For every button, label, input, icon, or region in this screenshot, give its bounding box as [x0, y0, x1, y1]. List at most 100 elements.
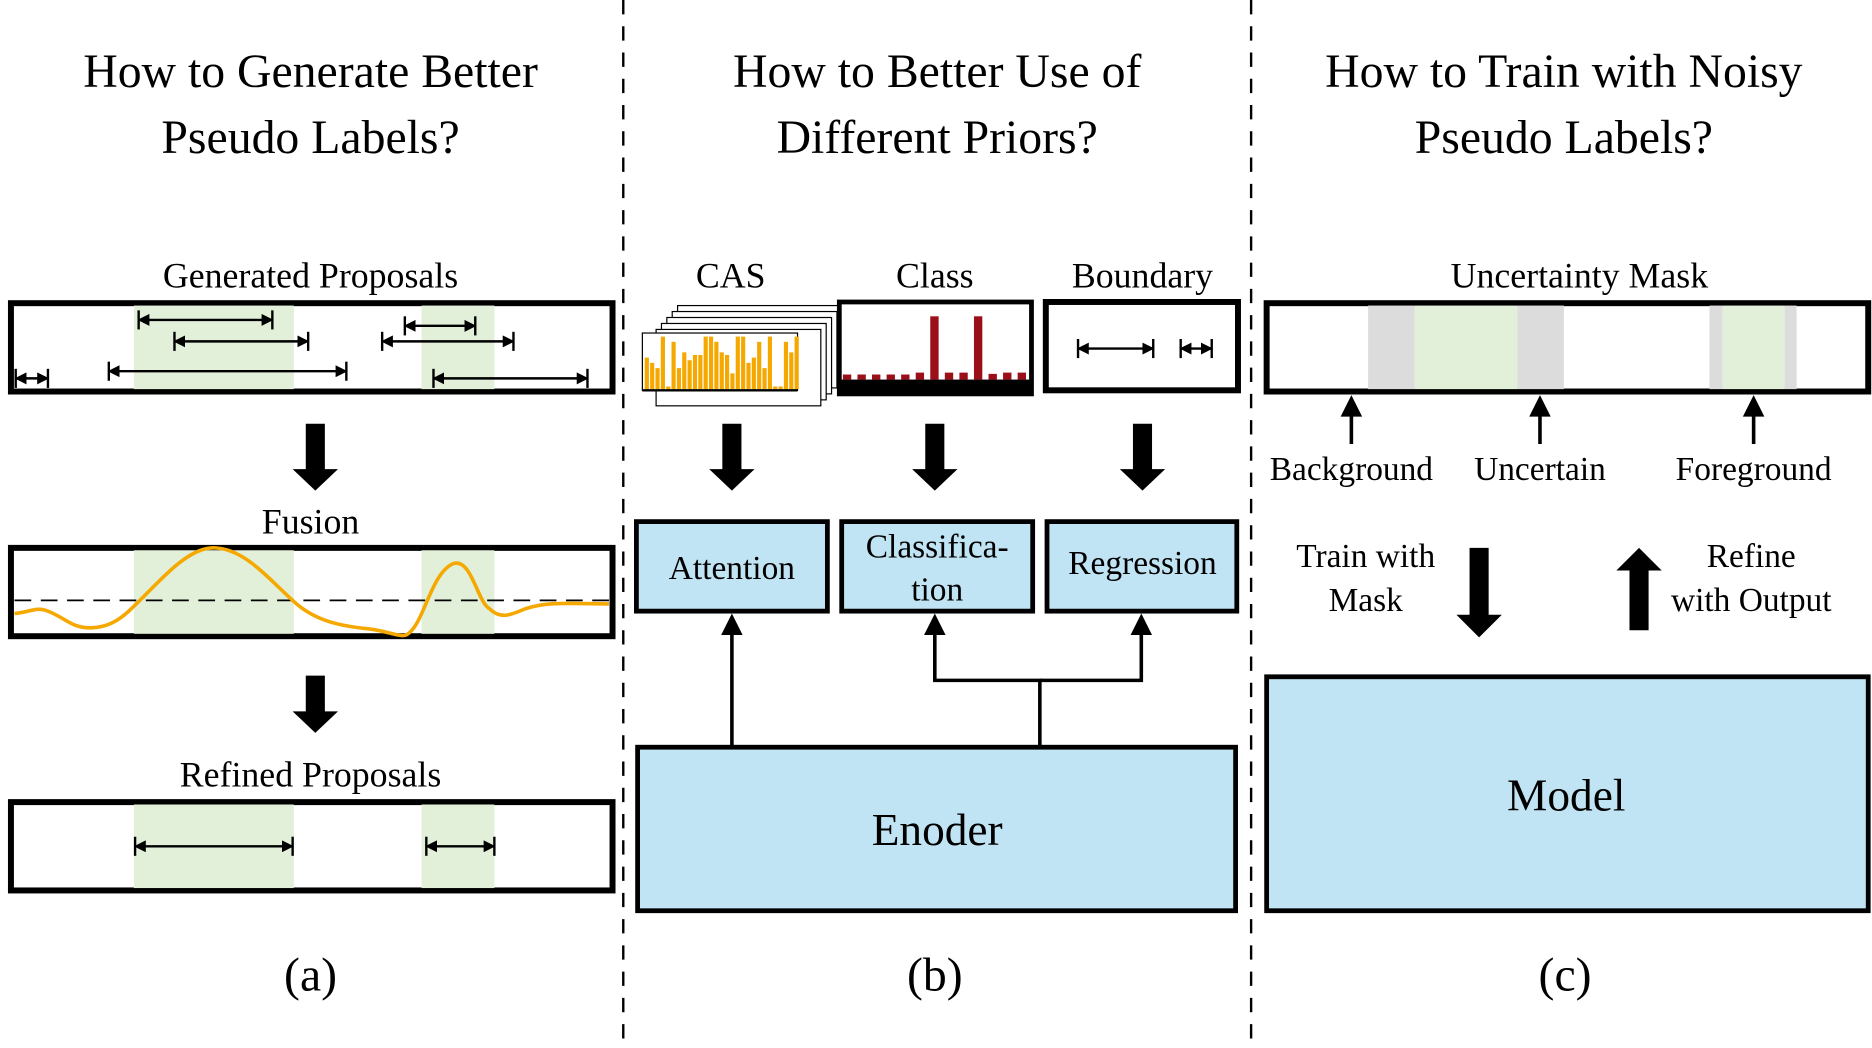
down-arrow-icon — [912, 423, 958, 491]
cas-bar — [741, 336, 746, 390]
fusion-box — [7, 544, 616, 640]
class-score-bar — [857, 374, 866, 380]
cas-label: CAS — [696, 256, 766, 296]
class-score-bar — [930, 316, 939, 380]
panel-a: How to Generate Better Pseudo Labels? Ge… — [7, 45, 616, 1002]
refined-proposals-label: Refined Proposals — [180, 755, 442, 795]
uncertain-label: Uncertain — [1474, 451, 1606, 488]
cas-bar — [783, 341, 789, 390]
class-score-bar — [886, 374, 895, 380]
cas-stack — [641, 304, 843, 407]
cas-bar — [746, 362, 751, 390]
panel-a-title-line2: Pseudo Labels? — [161, 111, 459, 164]
cas-bar — [719, 352, 724, 390]
cas-bar — [757, 341, 762, 390]
encoder-module: Enoder — [635, 744, 1238, 914]
boundary-box — [1042, 299, 1241, 394]
panel-b-caption: (b) — [907, 949, 963, 1002]
regression-label: Regression — [1068, 545, 1217, 582]
class-score-bar — [842, 374, 852, 380]
cas-bar — [751, 357, 756, 390]
up-arrowhead-icon — [924, 613, 946, 636]
classification-label-line1: Classifica- — [866, 528, 1009, 565]
class-score-bar — [944, 372, 954, 380]
cas-bar — [794, 336, 799, 390]
uncertainty-mask-box — [1263, 300, 1872, 395]
cas-bar — [730, 373, 735, 390]
attention-label: Attention — [669, 550, 795, 587]
class-score-bar — [1017, 372, 1026, 380]
panel-b-title-line1: How to Better Use of — [733, 45, 1141, 98]
cas-bar — [650, 362, 655, 390]
cas-bar — [655, 368, 660, 390]
uncertainty-mask-label: Uncertainty Mask — [1451, 256, 1709, 296]
refined-proposals-box — [7, 799, 616, 894]
cas-bar — [735, 336, 740, 390]
model-label: Model — [1507, 770, 1625, 820]
down-arrow-icon — [292, 675, 338, 733]
cas-bar — [778, 386, 783, 390]
cas-bar — [773, 386, 778, 390]
up-arrowhead-icon — [721, 613, 743, 636]
cas-bar — [682, 352, 687, 390]
cas-bar — [762, 368, 767, 390]
down-arrow-icon — [1119, 423, 1166, 491]
panel-c-title-line2: Pseudo Labels? — [1415, 111, 1713, 164]
class-score-bar — [959, 372, 968, 380]
up-arrowhead-icon — [1130, 613, 1153, 636]
cas-bar — [708, 336, 714, 390]
up-arrowhead-icon — [1340, 395, 1363, 417]
foreground-label: Foreground — [1676, 451, 1832, 488]
class-label: Class — [896, 256, 974, 296]
cas-bar — [692, 354, 698, 390]
refine-with-output-line2: with Output — [1671, 582, 1832, 619]
classification-label-line2: tion — [911, 571, 963, 608]
panel-c-title-line1: How to Train with Noisy — [1325, 45, 1803, 98]
proposal-ranges — [14, 310, 589, 388]
fusion-label: Fusion — [262, 502, 360, 542]
classification-module: Classifica- tion — [839, 519, 1036, 614]
cas-bar — [687, 360, 692, 390]
panel-a-caption: (a) — [284, 949, 337, 1002]
down-arrow-icon — [1456, 547, 1502, 638]
model-module: Model — [1264, 674, 1871, 914]
panel-c-caption: (c) — [1539, 949, 1592, 1002]
generated-proposals-box — [7, 300, 616, 395]
attention-module: Attention — [634, 519, 830, 614]
mask-pointer-arrows — [1349, 411, 1756, 445]
class-score-bar — [988, 373, 997, 380]
boundary-label: Boundary — [1072, 256, 1213, 296]
cas-bar — [676, 368, 682, 390]
cas-bar — [789, 352, 794, 390]
class-score-bar — [901, 374, 910, 380]
regression-module: Regression — [1044, 519, 1240, 614]
cas-bar — [703, 336, 708, 390]
train-with-mask-line1: Train with — [1296, 538, 1435, 575]
class-score-bar — [1003, 372, 1012, 380]
cas-bar — [660, 336, 665, 390]
panel-a-title-line1: How to Generate Better — [83, 45, 538, 98]
panel-c: How to Train with Noisy Pseudo Labels? U… — [1263, 45, 1872, 1002]
down-arrow-icon — [709, 423, 755, 491]
down-arrow-icon — [292, 423, 338, 491]
up-arrow-icon — [1616, 547, 1662, 631]
cas-bar — [666, 386, 671, 390]
cas-bar — [714, 341, 719, 390]
class-score-bar — [915, 372, 925, 380]
class-score-bar — [872, 374, 881, 380]
cas-bar — [698, 354, 703, 390]
refine-with-output-line1: Refine — [1707, 538, 1796, 575]
up-arrowhead-icon — [1529, 395, 1551, 417]
fusion-curve — [14, 546, 609, 638]
cas-bar — [644, 357, 649, 390]
encoder-connections — [730, 629, 1144, 747]
encoder-label: Enoder — [872, 805, 1003, 855]
panel-b-title-line2: Different Priors? — [777, 111, 1098, 164]
panel-b: How to Better Use of Different Priors? C… — [634, 45, 1241, 1002]
background-label: Background — [1270, 451, 1434, 488]
generated-proposals-label: Generated Proposals — [163, 256, 458, 296]
up-arrowhead-icon — [1742, 395, 1765, 417]
cas-bar — [725, 354, 730, 390]
cas-bar — [671, 341, 676, 390]
